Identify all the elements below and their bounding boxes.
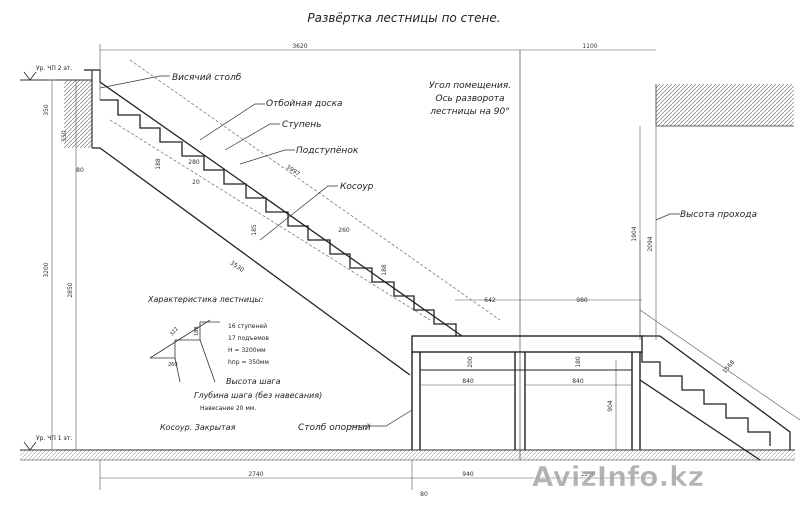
char-step-depth: Глубина шага (без навесания)	[194, 391, 322, 400]
dim-right-post: 904	[607, 400, 614, 412]
char-rises: 17 подъемов	[228, 335, 269, 342]
dim-bottom-post: 80	[420, 491, 428, 498]
dim-offset: 550	[61, 130, 68, 142]
char-fig-1: 322	[169, 326, 180, 337]
watermark: AvizInfo.kz	[532, 460, 704, 493]
dimension-lines	[48, 44, 800, 490]
dim-overhang: 20	[192, 179, 200, 186]
label-stringer: Косоур	[340, 182, 374, 192]
dim-flight-1: 3997	[285, 164, 302, 178]
char-heading: Характеристика лестницы:	[147, 295, 264, 304]
label-tread: Ступень	[282, 120, 321, 130]
outline-lines	[20, 50, 795, 461]
dim-flight-2: 3530	[229, 260, 246, 274]
dim-headroom-1: 1904	[631, 226, 638, 241]
label-corner-2: Ось разворота	[436, 94, 505, 104]
label-corner-3: лестницы на 90°	[429, 107, 510, 117]
right-wall-hatch	[656, 84, 794, 126]
dim-top-right: 1100	[582, 43, 597, 50]
label-corner-1: Угол помещения.	[429, 81, 511, 91]
characteristics-block: Характеристика лестницы: 322 260 188 16 …	[147, 295, 322, 432]
dim-left-top: 350	[43, 104, 50, 116]
label-support-post: Столб опорный	[298, 423, 371, 433]
char-fig-2: 260	[168, 362, 178, 368]
char-steps: 16 ступеней	[228, 323, 267, 330]
dim-headroom-2: 2094	[647, 236, 654, 251]
label-kickboard: Отбойная доска	[266, 99, 343, 109]
char-overhang: Навесание 20 мм.	[200, 405, 256, 412]
right-flight	[639, 335, 791, 461]
floor-hatch	[20, 450, 795, 460]
dim-small: 80	[76, 167, 84, 174]
callout-labels: Висячий столб Отбойная доска Ступень Под…	[172, 73, 757, 433]
label-riser: Подступёнок	[296, 146, 359, 156]
dim-bottom-right: 1100	[580, 471, 595, 478]
level-lower-label: Ур. ЧП 1 эт.	[36, 435, 72, 442]
dim-bottom-left: 2740	[248, 471, 263, 478]
dim-rise-2: 188	[381, 264, 388, 276]
dim-platform-w1: 642	[484, 297, 496, 304]
char-step-height: Высота шага	[226, 377, 281, 386]
dim-left-total: 3200	[43, 262, 50, 277]
upper-slab-hatch	[64, 80, 92, 148]
char-stringer-type: Косоур. Закрытая	[160, 423, 236, 432]
callout-leaders	[99, 75, 680, 427]
char-height: Н = 3200мм	[228, 347, 266, 354]
char-fig-3: 188	[194, 326, 200, 336]
dim-step-d: 280	[188, 159, 200, 166]
dim-platform-h: 200	[467, 356, 474, 368]
dim-beam-1: 840	[462, 378, 474, 385]
step-sketch	[149, 319, 220, 383]
drawing-title: Развёртка лестницы по стене.	[307, 11, 500, 25]
level-upper-label: Ур. ЧП 2 эт.	[36, 65, 72, 72]
level-markers: Ур. ЧП 2 эт. Ур. ЧП 1 эт.	[23, 65, 72, 451]
char-span: hпр = 350мм	[228, 359, 269, 366]
dim-platform-w2: 980	[576, 297, 588, 304]
landing	[411, 335, 643, 450]
dim-tread: 260	[338, 227, 350, 234]
dim-platform-h2: 180	[575, 356, 582, 368]
dim-right-flight: 1568	[721, 359, 736, 375]
label-headroom: Высота прохода	[680, 210, 757, 220]
dim-bottom-mid: 940	[462, 471, 474, 478]
dim-beam-2: 840	[572, 378, 584, 385]
dim-left-inner: 2850	[67, 282, 74, 297]
dim-top-left: 3620	[292, 43, 307, 50]
label-hanging-post: Висячий столб	[172, 73, 242, 83]
dim-rise-1: 185	[251, 224, 258, 236]
dimension-labels: 3620 1100 3200 2850 350 550 80 188 280 2…	[43, 43, 737, 498]
main-flight	[84, 69, 463, 376]
dim-step-h: 188	[155, 158, 162, 170]
